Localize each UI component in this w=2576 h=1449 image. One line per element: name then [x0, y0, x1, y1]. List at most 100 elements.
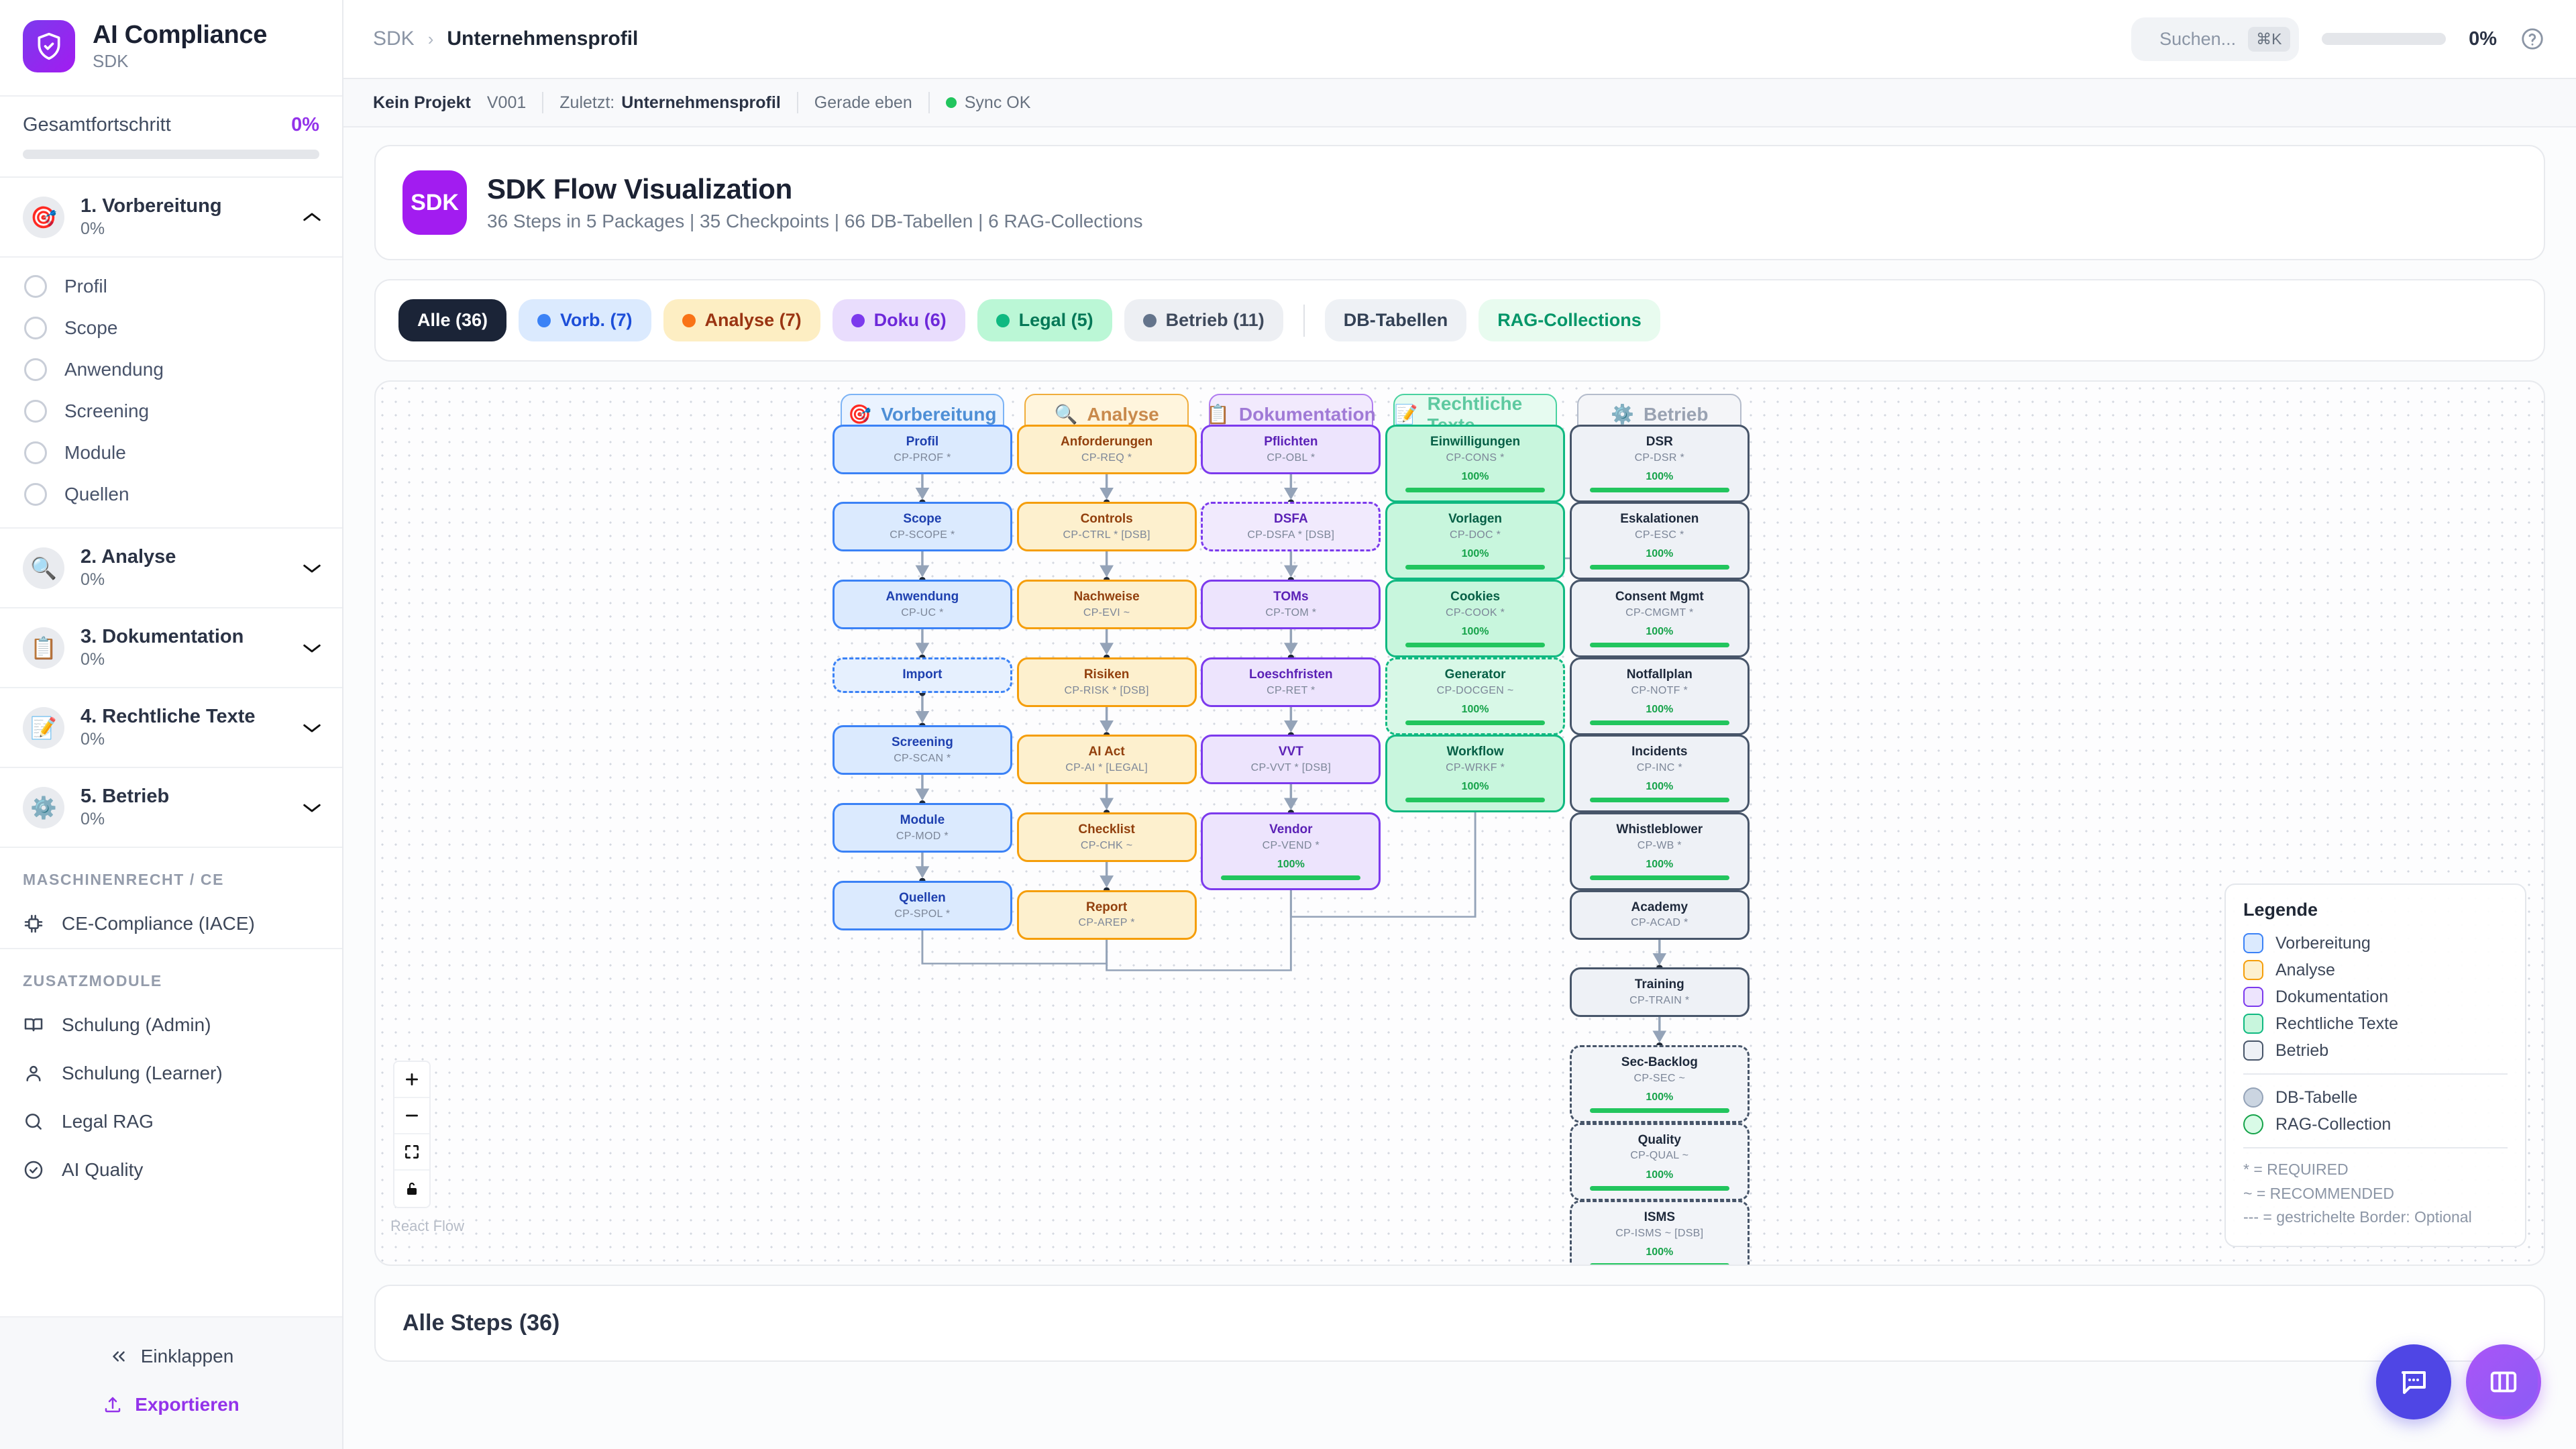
flow-node-code: CP-WB * — [1637, 839, 1682, 851]
flow-node-import[interactable]: Import — [833, 657, 1012, 693]
legend-resource-row: DB-Tabelle — [2243, 1084, 2508, 1111]
filter-chip-betr[interactable]: Betrieb (11) — [1124, 299, 1283, 341]
sidebar-section-label: 3. Dokumentation — [80, 626, 244, 647]
flow-group-label: Betrieb — [1643, 403, 1709, 425]
filter-chip-vorb[interactable]: Vorb. (7) — [519, 299, 651, 341]
flow-node-code: CP-MOD * — [896, 830, 949, 842]
help-circle-icon[interactable] — [2520, 26, 2545, 52]
search-shortcut: ⌘K — [2248, 26, 2290, 52]
export-button[interactable]: Exportieren — [0, 1381, 342, 1429]
flow-canvas[interactable]: 🎯Vorbereitung🔍Analyse📋Dokumentation📝Rech… — [374, 380, 2545, 1266]
sidebar-item-module[interactable]: Module — [0, 432, 342, 474]
fit-view-button[interactable] — [394, 1134, 429, 1171]
sidebar-item-quellen[interactable]: Quellen — [0, 474, 342, 515]
filter-chip-db[interactable]: DB-Tabellen — [1324, 299, 1467, 341]
sidebar-item-profil[interactable]: Profil — [0, 266, 342, 307]
flow-node-code: CP-DOCGEN ~ — [1436, 684, 1514, 696]
flow-node-title: Vendor — [1269, 822, 1313, 837]
zoom-in-button[interactable] — [394, 1062, 429, 1098]
collapse-sidebar-button[interactable]: Einklappen — [0, 1332, 342, 1381]
sidebar-item-scope[interactable]: Scope — [0, 307, 342, 349]
status-version: V001 — [486, 93, 527, 112]
flow-node-code: CP-PROF * — [894, 451, 951, 464]
sidebar-item-anwendung[interactable]: Anwendung — [0, 349, 342, 390]
brand-block[interactable]: AI Compliance SDK — [0, 0, 342, 97]
flow-node-title: Controls — [1080, 512, 1133, 527]
filter-chip-doku[interactable]: Doku (6) — [832, 299, 965, 341]
sidebar-item-screening[interactable]: Screening — [0, 390, 342, 432]
sidebar-link-ai-quality[interactable]: AI Quality — [0, 1146, 342, 1194]
chat-fab[interactable] — [2376, 1344, 2451, 1419]
flow-node-code: CP-RISK * [DSB] — [1064, 684, 1149, 696]
sidebar-link-schulung-learner[interactable]: Schulung (Learner) — [0, 1049, 342, 1097]
gear-icon: ⚙️ — [23, 786, 64, 828]
sidebar-section-label: 4. Rechtliche Texte — [80, 706, 256, 727]
filter-chip-rag[interactable]: RAG-Collections — [1479, 299, 1660, 341]
flow-group-label: Vorbereitung — [881, 403, 997, 425]
sidebar-link-schulung-admin[interactable]: Schulung (Admin) — [0, 1001, 342, 1049]
breadcrumb-root[interactable]: SDK — [373, 28, 415, 50]
filter-chip-ana[interactable]: Analyse (7) — [663, 299, 820, 341]
panel-fab[interactable] — [2466, 1344, 2541, 1419]
search-input[interactable]: Suchen... ⌘K — [2131, 17, 2300, 61]
filter-chip-legal[interactable]: Legal (5) — [977, 299, 1112, 341]
divider — [2243, 1073, 2508, 1075]
flow-node-code: CP-RET * — [1267, 684, 1316, 696]
chip-dot — [1142, 313, 1157, 327]
sidebar-link-ce-compliance-iace[interactable]: CE-Compliance (IACE) — [0, 900, 342, 948]
filter-chip-all[interactable]: Alle (36) — [398, 299, 507, 341]
divider — [796, 92, 798, 113]
react-flow-attribution[interactable]: React Flow — [390, 1218, 465, 1234]
zoom-out-button[interactable] — [394, 1098, 429, 1134]
group-emoji-icon: ⚙️ — [1611, 404, 1634, 425]
sidebar-link-label: AI Quality — [62, 1159, 144, 1180]
all-steps-card: Alle Steps (36) — [374, 1285, 2545, 1362]
sidebar-group-extras-title: ZUSATZMODULE — [23, 972, 162, 989]
step-status-circle — [24, 483, 47, 506]
sidebar-link-legal-rag[interactable]: Legal RAG — [0, 1097, 342, 1146]
legend-note: --- = gestrichelte Border: Optional — [2243, 1208, 2472, 1226]
lock-button[interactable] — [394, 1171, 429, 1207]
legend-label: Analyse — [2275, 960, 2335, 979]
